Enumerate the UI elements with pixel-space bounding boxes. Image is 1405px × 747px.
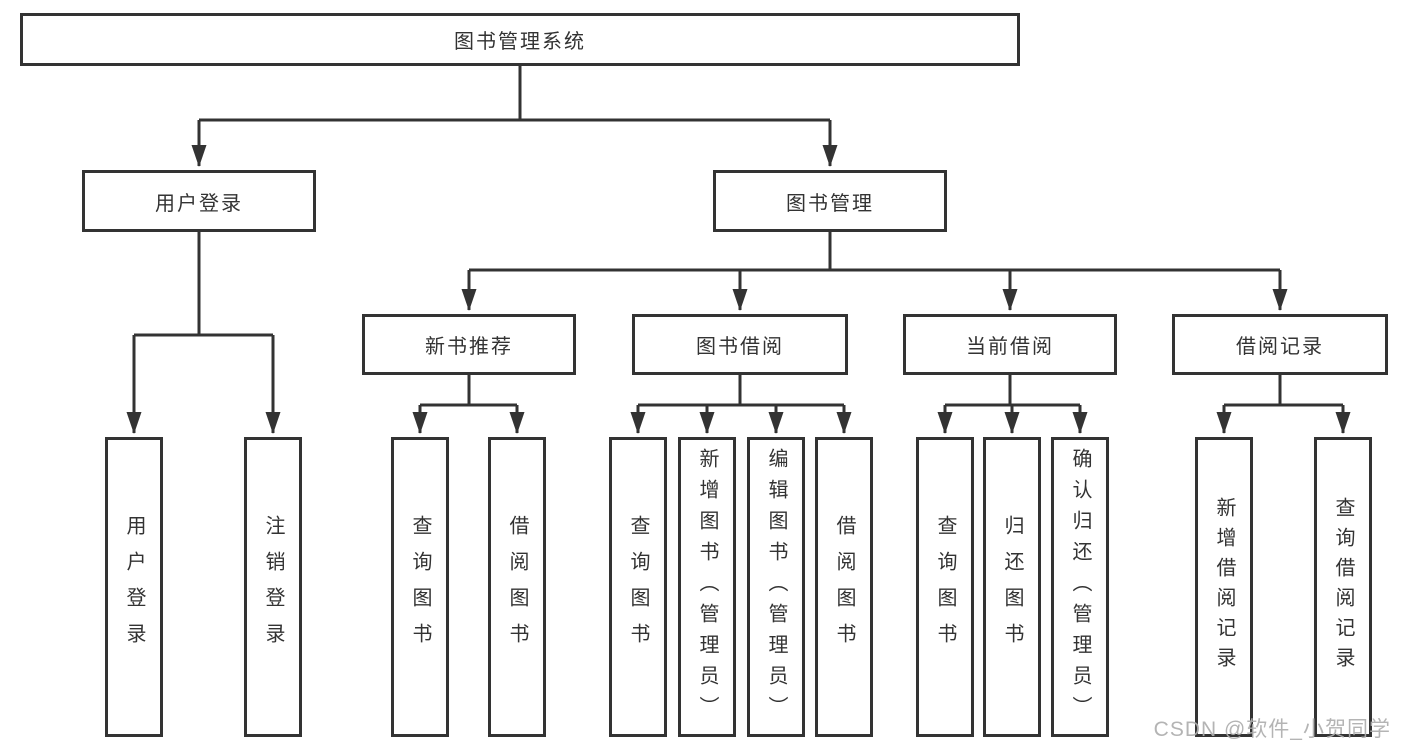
leaf-confirm-return-admin: 确认归还（管理员） <box>1051 437 1109 737</box>
leaf-add-book-admin: 新增图书（管理员） <box>678 437 736 737</box>
leaf-edit-book-admin-label: 编辑图书（管理员） <box>765 447 787 727</box>
leaf-query-borrow-record: 查询借阅记录 <box>1314 437 1372 737</box>
leaf-query-books-borrowing: 查询图书 <box>609 437 667 737</box>
leaf-borrow-books-borrowing: 借阅图书 <box>815 437 873 737</box>
watermark-text: CSDN @软件_小贺同学 <box>1153 718 1391 741</box>
node-user-login-branch: 用户登录 <box>82 170 316 232</box>
leaf-user-login: 用户登录 <box>105 437 163 737</box>
leaf-query-books-current-label: 查询图书 <box>934 515 956 659</box>
leaf-add-borrow-record-label: 新增借阅记录 <box>1213 497 1235 677</box>
node-book-borrowing-label: 图书借阅 <box>696 336 784 358</box>
node-borrowing-records-label: 借阅记录 <box>1236 336 1324 358</box>
node-book-management-branch-label: 图书管理 <box>786 192 874 215</box>
node-new-book-recommendation-label: 新书推荐 <box>425 336 513 358</box>
leaf-query-books-recommend-label: 查询图书 <box>409 515 431 659</box>
leaf-query-books-borrowing-label: 查询图书 <box>627 515 649 659</box>
node-library-system-label: 图书管理系统 <box>454 31 586 53</box>
node-book-borrowing: 图书借阅 <box>632 314 848 375</box>
leaf-borrow-books-recommend: 借阅图书 <box>488 437 546 737</box>
node-current-borrowing-label: 当前借阅 <box>966 336 1054 358</box>
leaf-query-borrow-record-label: 查询借阅记录 <box>1332 497 1354 677</box>
node-current-borrowing: 当前借阅 <box>903 314 1117 375</box>
leaf-logout: 注销登录 <box>244 437 302 737</box>
leaf-return-books-label: 归还图书 <box>1001 515 1023 659</box>
leaf-edit-book-admin: 编辑图书（管理员） <box>747 437 805 737</box>
leaf-confirm-return-admin-label: 确认归还（管理员） <box>1069 447 1091 727</box>
node-borrowing-records: 借阅记录 <box>1172 314 1388 375</box>
leaf-return-books: 归还图书 <box>983 437 1041 737</box>
node-user-login-branch-label: 用户登录 <box>155 192 243 215</box>
leaf-query-books-current: 查询图书 <box>916 437 974 737</box>
node-book-management-branch: 图书管理 <box>713 170 947 232</box>
leaf-query-books-recommend: 查询图书 <box>391 437 449 737</box>
leaf-logout-label: 注销登录 <box>262 515 284 659</box>
leaf-borrow-books-borrowing-label: 借阅图书 <box>833 515 855 659</box>
leaf-user-login-label: 用户登录 <box>123 515 145 659</box>
leaf-add-borrow-record: 新增借阅记录 <box>1195 437 1253 737</box>
node-library-system: 图书管理系统 <box>20 13 1020 66</box>
leaf-borrow-books-recommend-label: 借阅图书 <box>506 515 528 659</box>
node-new-book-recommendation: 新书推荐 <box>362 314 576 375</box>
leaf-add-book-admin-label: 新增图书（管理员） <box>696 447 718 727</box>
